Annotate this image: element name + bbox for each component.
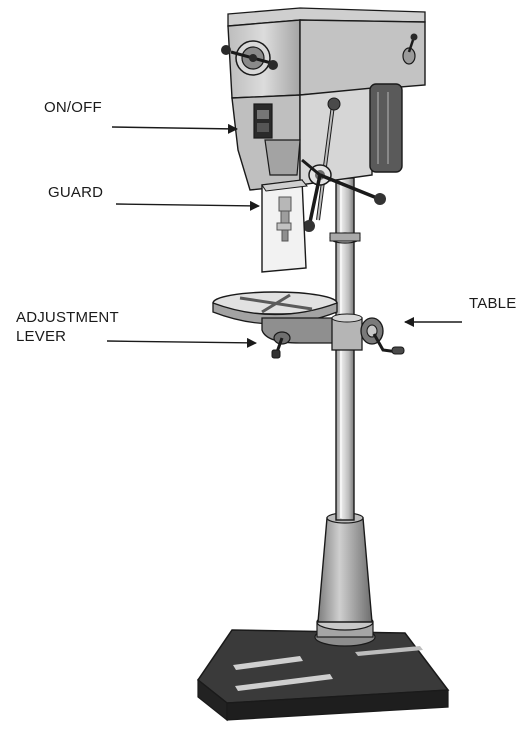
table <box>212 291 405 359</box>
drill-head <box>221 7 426 232</box>
column-sleeve <box>317 512 373 623</box>
arrow-adjustment-lever <box>106 337 257 348</box>
arrow-guard <box>115 200 260 211</box>
table-crank <box>360 317 405 355</box>
cover-knob <box>402 33 418 65</box>
label-on-off: ON/OFF <box>44 99 102 116</box>
label-table: TABLE <box>469 295 517 312</box>
adjustment-lever <box>271 331 291 359</box>
label-adjustment-lever: ADJUSTMENT LEVER <box>16 308 119 346</box>
label-adjustment-line2: LEVER <box>16 328 67 345</box>
chuck-guard <box>261 179 308 273</box>
label-adjustment-line1: ADJUSTMENT <box>16 309 119 326</box>
motor <box>369 83 403 173</box>
feed-handles <box>301 158 386 232</box>
arrow-on-off <box>111 123 238 134</box>
speed-dial <box>221 40 278 76</box>
on-off-switch <box>253 103 273 139</box>
callout-arrows <box>106 123 462 348</box>
base <box>196 613 450 722</box>
label-guard: GUARD <box>48 184 104 201</box>
